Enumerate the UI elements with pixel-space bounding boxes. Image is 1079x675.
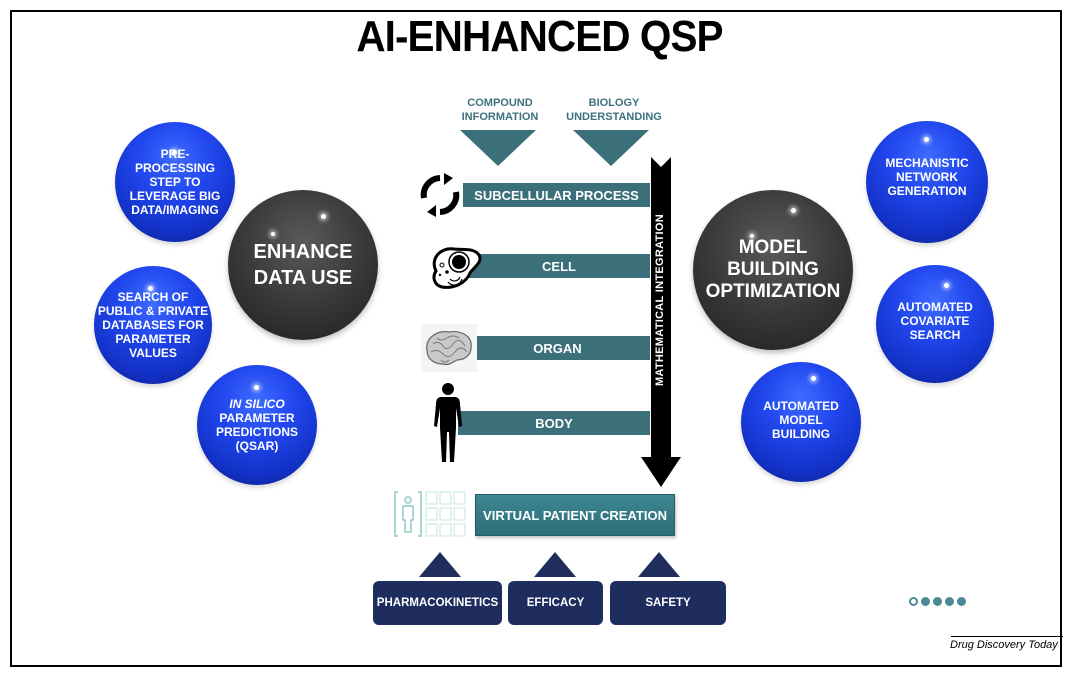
- figure-title: AI-ENHANCED QSP: [356, 12, 723, 61]
- cell-icon: [432, 247, 482, 289]
- sphere-highlight: [924, 137, 929, 142]
- brain-icon: [421, 324, 477, 372]
- sphere-label: MECHANISTIC NETWORK GENERATION: [885, 156, 969, 198]
- input-arrow-biology: [573, 130, 649, 166]
- pagination-dot[interactable]: [957, 597, 966, 606]
- scale-bar-organ: ORGAN: [465, 336, 650, 360]
- integration-label: MATHEMATICAL INTEGRATION: [654, 214, 666, 386]
- virtual-patient-creation-box: VIRTUAL PATIENT CREATION: [475, 494, 675, 536]
- sphere-in-silico: IN SILICO PARAMETER PREDICTIONS (QSAR): [197, 365, 317, 485]
- sphere-highlight: [271, 232, 275, 236]
- sphere-preprocessing: PRE- PROCESSING STEP TO LEVERAGE BIG DAT…: [115, 122, 235, 242]
- pagination-dots: [909, 597, 966, 606]
- sphere-label: AUTOMATED MODEL BUILDING: [763, 399, 839, 441]
- sphere-highlight: [750, 234, 754, 238]
- output-arrow-pharmacokinetics: [419, 552, 461, 577]
- output-box-pharmacokinetics: PHARMACOKINETICS: [373, 581, 502, 625]
- scale-label: ORGAN: [533, 340, 582, 356]
- output-box-safety: SAFETY: [610, 581, 726, 625]
- sphere-highlight: [172, 150, 177, 155]
- sphere-highlight: [254, 385, 259, 390]
- scale-bar-cell: CELL: [468, 254, 650, 278]
- mathematical-integration-arrow: [641, 157, 681, 487]
- sphere-highlight: [811, 376, 816, 381]
- scale-label: CELL: [542, 258, 576, 274]
- output-box-efficacy: EFFICACY: [508, 581, 603, 625]
- sphere-label: PRE- PROCESSING STEP TO LEVERAGE BIG DAT…: [129, 147, 221, 217]
- human-body-icon: [434, 383, 462, 462]
- hub-enhance-data-use: ENHANCE DATA USE: [228, 190, 378, 340]
- scale-bar-body: BODY: [458, 411, 650, 435]
- pagination-dot-current[interactable]: [909, 597, 918, 606]
- sphere-label: AUTOMATED COVARIATE SEARCH: [897, 300, 973, 342]
- sphere-highlight: [148, 286, 153, 291]
- scale-label: BODY: [535, 415, 573, 431]
- sphere-highlight: [944, 283, 949, 288]
- pagination-dot[interactable]: [921, 597, 930, 606]
- hub-label: MODEL BUILDING OPTIMIZATION: [705, 237, 841, 302]
- pagination-dot[interactable]: [945, 597, 954, 606]
- pagination-dot[interactable]: [933, 597, 942, 606]
- hub-model-building-optimization: MODEL BUILDING OPTIMIZATION: [693, 190, 853, 350]
- source-divider: [951, 636, 1063, 637]
- source-credit: Drug Discovery Today: [950, 639, 1058, 651]
- sphere-automated-model-building: AUTOMATED MODEL BUILDING: [741, 362, 861, 482]
- output-arrow-safety: [638, 552, 680, 577]
- scale-label: SUBCELLULAR PROCESS: [474, 187, 639, 203]
- cycle-arrows-icon: [420, 173, 460, 217]
- sphere-mechanistic-network: MECHANISTIC NETWORK GENERATION: [866, 121, 988, 243]
- virtual-patient-icon: [394, 491, 466, 537]
- scale-bar-subcellular: SUBCELLULAR PROCESS: [463, 183, 650, 207]
- sphere-database-search: SEARCH OF PUBLIC & PRIVATE DATABASES FOR…: [94, 266, 212, 384]
- sphere-covariate-search: AUTOMATED COVARIATE SEARCH: [876, 265, 994, 383]
- sphere-label: SEARCH OF PUBLIC & PRIVATE DATABASES FOR…: [97, 290, 209, 360]
- sphere-highlight: [791, 208, 796, 213]
- sphere-highlight: [321, 214, 326, 219]
- hub-label: ENHANCE DATA USE: [253, 241, 353, 289]
- sphere-label: IN SILICO PARAMETER PREDICTIONS (QSAR): [215, 397, 298, 453]
- output-arrow-efficacy: [534, 552, 576, 577]
- input-arrow-compound: [460, 130, 536, 166]
